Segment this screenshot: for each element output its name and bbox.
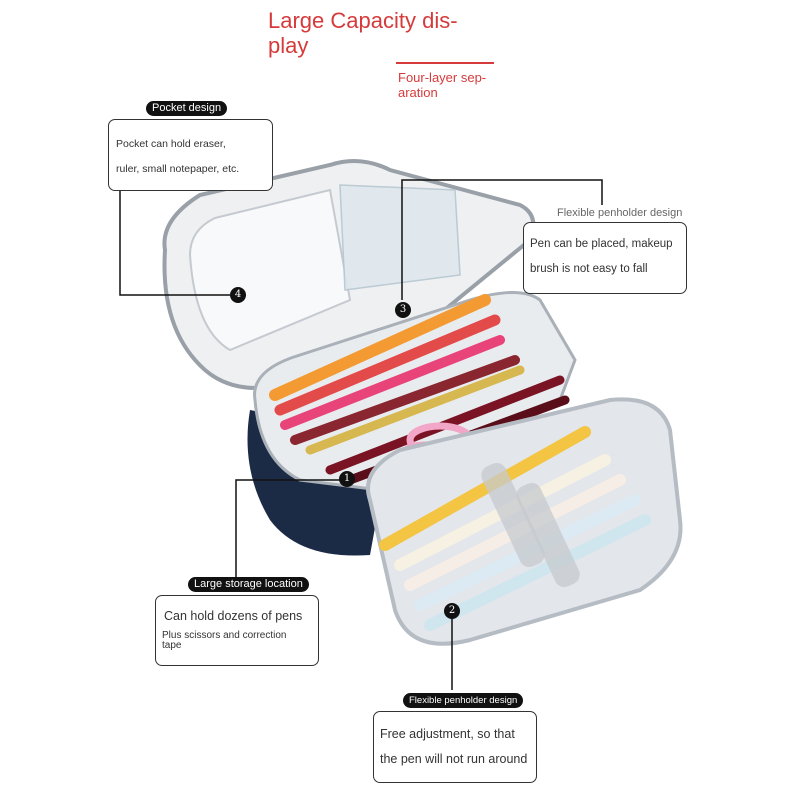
callout-box-penholder-top: Pen can be placed, makeup brush is not e… <box>523 222 687 294</box>
page-subtitle: Four-layer sep- aration <box>398 70 487 100</box>
callout-text: the pen will not run around <box>380 752 528 766</box>
callout-box-storage: Can hold dozens of pens Plus scissors an… <box>155 595 319 666</box>
page-title: Large Capacity dis- play <box>268 8 458 58</box>
callout-text: ruler, small notepaper, etc. <box>116 163 240 175</box>
marker-3: 3 <box>395 302 411 318</box>
callout-text: Plus scissors and correction tape <box>162 630 287 651</box>
marker-2: 2 <box>444 603 460 619</box>
callout-tag-storage: Large storage location <box>188 577 309 592</box>
callout-text: Pen can be placed, makeup <box>530 238 673 250</box>
marker-1: 1 <box>339 471 355 487</box>
callout-tag-penholder-bottom: Flexible penholder design <box>403 693 524 708</box>
callout-tag-pocket: Pocket design <box>146 101 228 116</box>
marker-4: 4 <box>230 287 246 303</box>
callout-text: brush is not easy to fall <box>530 263 648 275</box>
callout-text: Free adjustment, so that <box>380 727 515 741</box>
callout-box-penholder-bottom: Free adjustment, so that the pen will no… <box>373 711 537 783</box>
callout-text: Can hold dozens of pens <box>164 609 303 623</box>
title-underline <box>396 62 494 64</box>
callout-tag-penholder-top: Flexible penholder design <box>557 207 683 219</box>
callout-box-pocket: Pocket can hold eraser, ruler, small not… <box>108 119 273 191</box>
callout-text: Pocket can hold eraser, <box>116 138 226 150</box>
